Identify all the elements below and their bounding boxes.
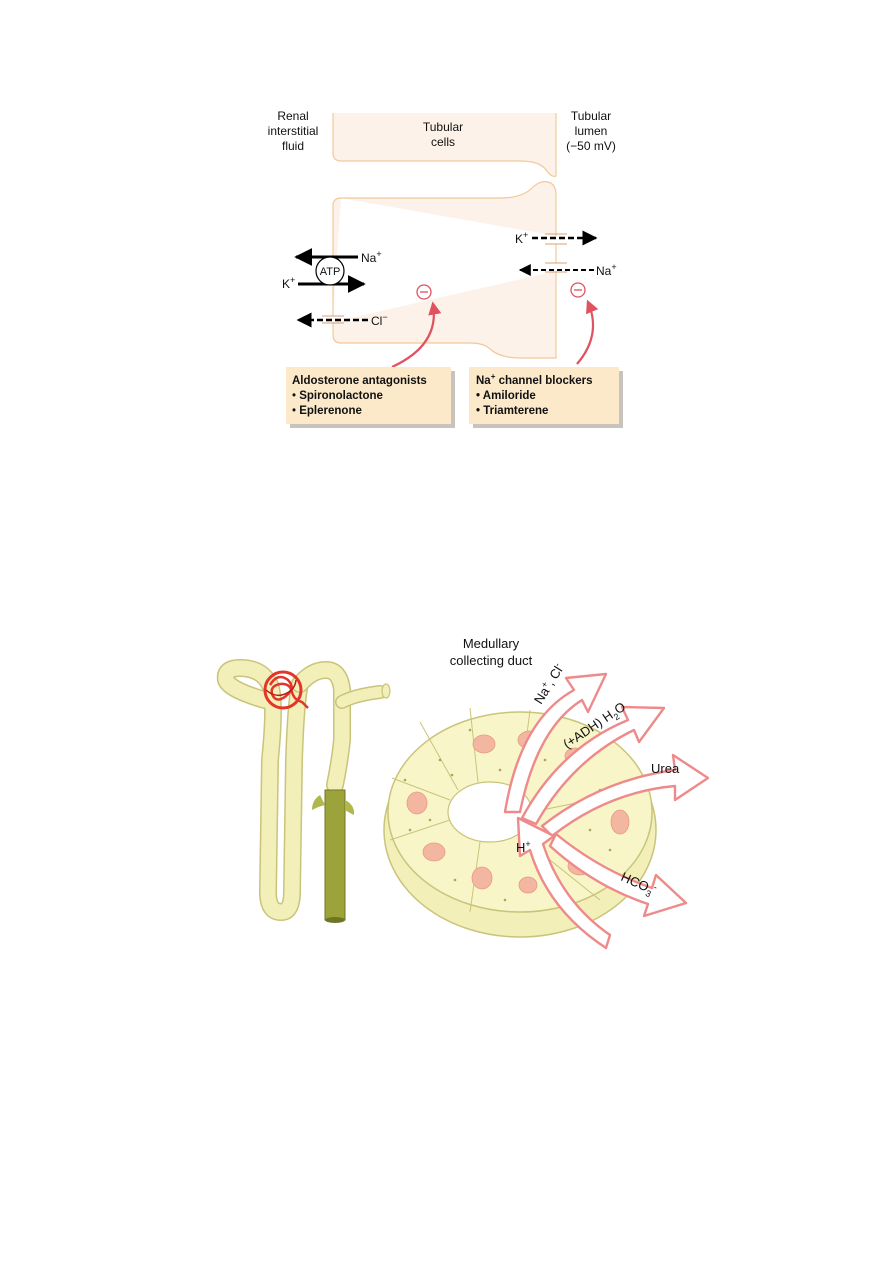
h2o-arrow xyxy=(520,705,666,826)
lumen-label: Tubular lumen (−50 mV) xyxy=(566,109,616,153)
inhibit-symbol-luminal xyxy=(570,282,586,298)
figure-transport-diagram: Renal interstitial fluid Tubular lumen (… xyxy=(268,109,623,428)
figure-collecting-duct: Medullary collecting duct Na+, Cl- (+ADH… xyxy=(216,636,710,950)
label-fluid: fluid xyxy=(282,139,304,153)
hco3-arrow xyxy=(548,832,688,918)
urea-arrow xyxy=(540,753,710,838)
duct-title-2: collecting duct xyxy=(450,653,533,668)
label-tubular: Tubular xyxy=(423,120,463,134)
label-renal: Renal xyxy=(277,109,308,123)
atp-pump xyxy=(315,256,345,286)
glomerulus xyxy=(263,670,309,710)
aldosterone-item-2: • Eplerenone xyxy=(292,405,362,417)
h-label: H+ xyxy=(516,839,531,855)
inhibit-symbol-basolateral xyxy=(416,284,432,300)
aldosterone-antagonists-box: Aldosterone antagonists • Spironolactone… xyxy=(286,367,455,428)
na-cl-arrow xyxy=(503,672,608,814)
tubular-cell-top xyxy=(332,113,557,177)
aldosterone-inhibit-arrow xyxy=(391,301,442,368)
label-tubular-lumen-1: Tubular xyxy=(571,109,611,123)
label-tubular-lumen-2: lumen xyxy=(575,124,608,138)
blockers-title: Na+ channel blockers xyxy=(476,372,593,387)
collecting-duct-column xyxy=(312,789,355,923)
blockers-item-2: • Triamterene xyxy=(476,405,548,417)
aldosterone-item-1: • Spironolactone xyxy=(292,390,383,402)
blocker-inhibit-arrow xyxy=(576,299,599,365)
blockers-item-1: • Amiloride xyxy=(476,390,536,402)
label-cells: cells xyxy=(431,135,455,149)
h-arrow xyxy=(516,816,612,950)
interstitial-label: Renal interstitial fluid xyxy=(268,109,319,153)
transport-arrows xyxy=(503,672,710,950)
duct-title-1: Medullary xyxy=(463,636,520,651)
atp-label: ATP xyxy=(320,266,341,278)
nephron xyxy=(216,659,391,921)
cl-label: Cl− xyxy=(371,312,388,328)
urea-label: Urea xyxy=(651,761,680,776)
label-interstitial: interstitial xyxy=(268,124,319,138)
na-pump-label: Na+ xyxy=(361,249,382,265)
k-pump-label: K+ xyxy=(282,275,295,291)
k-channel-label: K+ xyxy=(515,230,528,246)
na-channel-label: Na+ xyxy=(596,262,617,278)
na-channel-blockers-box: Na+ channel blockers • Amiloride • Triam… xyxy=(469,367,623,428)
tubular-cell-bottom xyxy=(332,181,557,359)
label-membrane-potential: (−50 mV) xyxy=(566,139,616,153)
aldosterone-title: Aldosterone antagonists xyxy=(292,375,427,387)
channel-markers xyxy=(322,233,567,324)
